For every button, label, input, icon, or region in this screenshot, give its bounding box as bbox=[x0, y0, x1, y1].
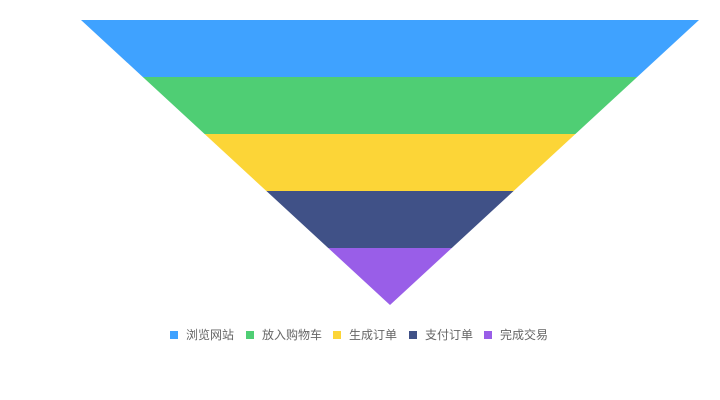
legend-item-3[interactable]: 生成订单 bbox=[333, 328, 397, 342]
legend-label-3: 生成订单 bbox=[349, 328, 397, 342]
legend-label-5: 完成交易 bbox=[500, 327, 548, 342]
legend-label-1: 浏览网站 bbox=[186, 327, 234, 342]
legend-swatch-2 bbox=[246, 331, 254, 339]
legend-swatch-3 bbox=[333, 331, 341, 339]
legend-swatch-4 bbox=[409, 331, 417, 339]
legend-item-4[interactable]: 支付订单 bbox=[409, 328, 473, 342]
funnel-segment-3 bbox=[204, 134, 576, 191]
legend-label-2: 放入购物车 bbox=[262, 327, 322, 342]
legend-item-5[interactable]: 完成交易 bbox=[484, 327, 548, 342]
legend-swatch-5 bbox=[484, 331, 492, 339]
funnel-segment-5 bbox=[328, 248, 452, 305]
legend-label-4: 支付订单 bbox=[425, 328, 473, 342]
funnel-segment-1 bbox=[81, 20, 699, 77]
legend-item-1[interactable]: 浏览网站 bbox=[170, 327, 234, 342]
funnel-segment-2 bbox=[142, 77, 638, 134]
legend-swatch-1 bbox=[170, 331, 178, 339]
legend-item-2[interactable]: 放入购物车 bbox=[246, 327, 322, 342]
funnel-segment-4 bbox=[266, 191, 514, 248]
